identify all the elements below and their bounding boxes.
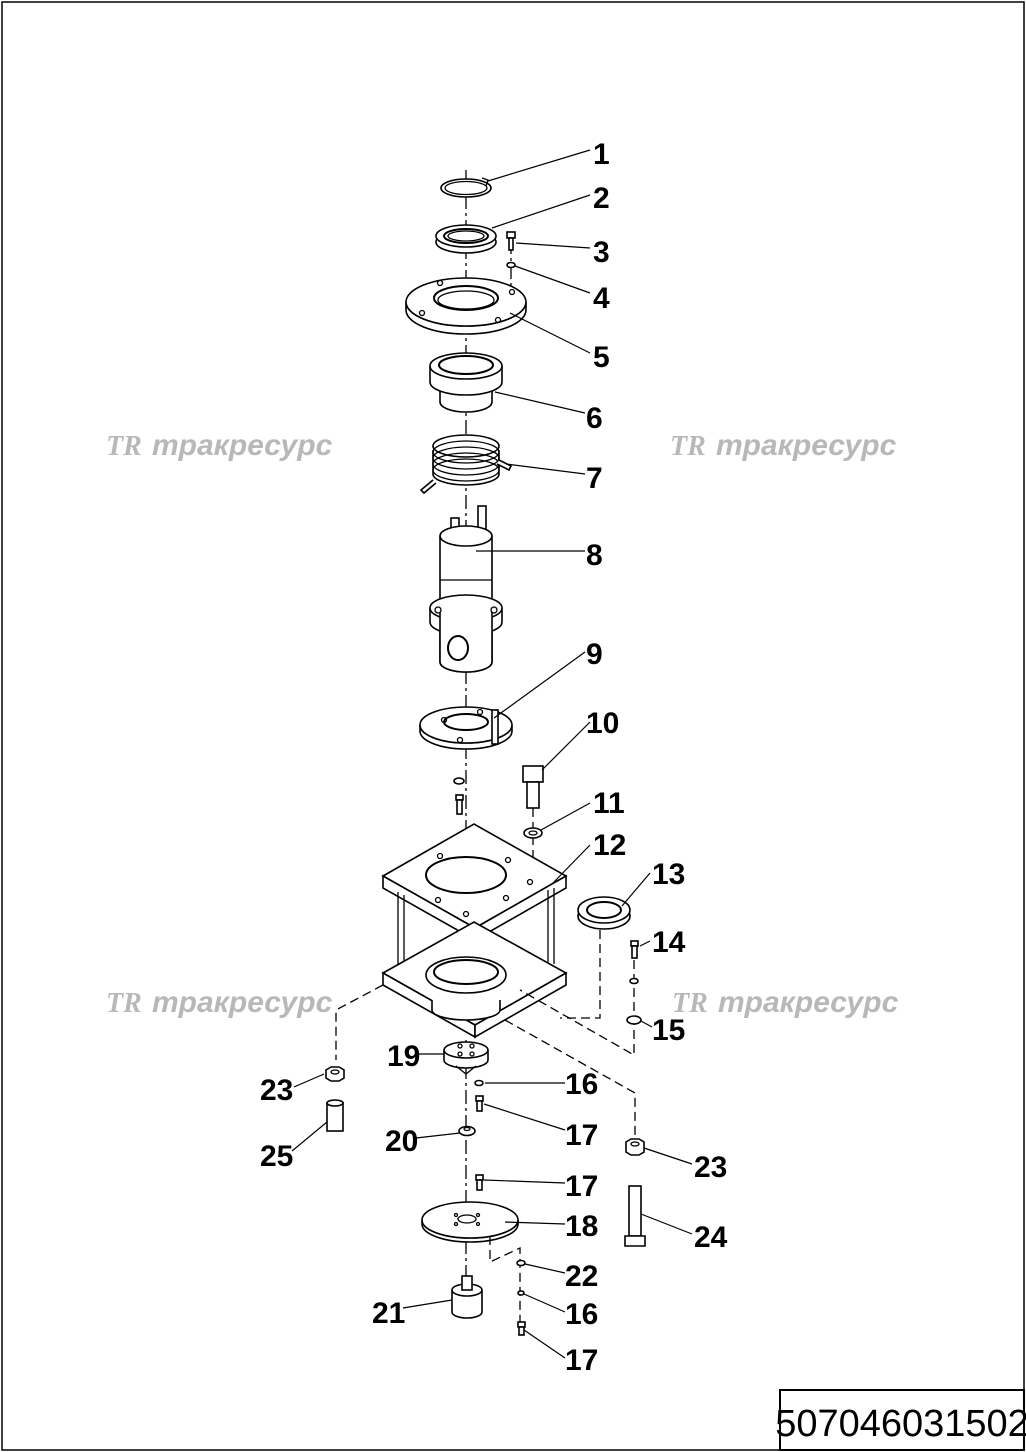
watermark-bottom-left: TR тракресурс xyxy=(106,986,333,1019)
callout-17: 17 xyxy=(565,1119,598,1152)
callout-9: 9 xyxy=(586,638,603,671)
part-14-screw xyxy=(629,940,639,985)
callout-8: 8 xyxy=(586,539,603,572)
callout-18: 18 xyxy=(565,1210,598,1243)
part-15-washer xyxy=(626,1015,642,1025)
part-17-screw-upper xyxy=(475,1095,484,1112)
part-7-spring xyxy=(419,434,513,495)
part-5-flange xyxy=(405,277,527,335)
callout-13: 13 xyxy=(652,858,685,891)
callout-1: 1 xyxy=(593,138,610,171)
callout-22: 22 xyxy=(565,1260,598,1293)
watermark-text: тракресурс xyxy=(152,986,333,1019)
part-17-screw-middle xyxy=(475,1174,484,1191)
watermark-logo: TR xyxy=(106,988,142,1019)
part-17-screw-lower xyxy=(517,1321,526,1336)
part-10-bolt xyxy=(522,765,544,809)
part-9-plate xyxy=(419,706,513,750)
part-3-screw xyxy=(506,231,516,251)
part-13-oil-seal xyxy=(577,896,631,930)
part-18-plate xyxy=(421,1201,519,1243)
callout-5: 5 xyxy=(593,341,610,374)
part-22-washer xyxy=(516,1259,526,1267)
callout-20: 20 xyxy=(385,1125,418,1158)
callout-19: 19 xyxy=(387,1040,420,1073)
part-19-hub xyxy=(443,1041,489,1075)
watermark-logo: TR xyxy=(670,431,706,462)
callout-21: 21 xyxy=(372,1297,405,1330)
callout-25: 25 xyxy=(260,1140,293,1173)
document-code: 507046031502 xyxy=(775,1403,1026,1445)
watermark-text: тракресурс xyxy=(716,429,897,462)
part-9-fasteners xyxy=(453,777,465,815)
callout-3: 3 xyxy=(593,236,610,269)
callout-12: 12 xyxy=(593,829,626,862)
seal-13-line xyxy=(560,930,601,1019)
callout-7: 7 xyxy=(586,462,603,495)
leader-lines xyxy=(291,149,693,1359)
watermark-text: тракресурс xyxy=(718,986,899,1019)
housing-right-mount-line xyxy=(504,1019,636,1138)
watermark-text: тракресурс xyxy=(152,429,333,462)
callout-23: 23 xyxy=(260,1074,293,1107)
callout-17: 17 xyxy=(565,1170,598,1203)
part-6-bushing xyxy=(429,352,503,413)
part-16-washer-upper xyxy=(474,1079,484,1087)
part-2-bearing xyxy=(435,224,497,254)
part-16-washer-lower xyxy=(517,1290,525,1296)
watermark-logo: TR xyxy=(672,988,708,1019)
housing-left-mount-line xyxy=(335,984,384,1060)
part-25-stud xyxy=(326,1099,344,1132)
callout-labels: 1 2 3 4 5 6 7 8 9 10 11 12 13 14 15 16 1… xyxy=(260,138,728,1377)
watermark-logo: TR xyxy=(106,431,142,462)
document-code-box: 507046031502 xyxy=(775,1389,1026,1451)
callout-4: 4 xyxy=(593,282,610,315)
callout-2: 2 xyxy=(593,182,610,215)
callout-15: 15 xyxy=(652,1014,685,1047)
watermark-top-right: TR тракресурс xyxy=(670,429,897,462)
part-1-circlip xyxy=(440,177,492,198)
part-4-washer xyxy=(506,261,516,269)
part-8-shaft xyxy=(429,505,503,673)
part-14-line xyxy=(519,960,635,1057)
plate-18-line xyxy=(489,1236,521,1330)
part-20-washer xyxy=(458,1125,476,1137)
part-12-housing xyxy=(381,823,568,1039)
callout-23: 23 xyxy=(694,1151,727,1184)
callout-11: 11 xyxy=(593,787,625,820)
callout-16: 16 xyxy=(565,1068,598,1101)
part-23-nut-right xyxy=(625,1138,645,1156)
callout-24: 24 xyxy=(694,1221,728,1254)
callout-14: 14 xyxy=(652,926,686,959)
part-11-washer xyxy=(523,827,543,839)
callout-16: 16 xyxy=(565,1298,598,1331)
callout-10: 10 xyxy=(586,707,619,740)
callout-17: 17 xyxy=(565,1344,598,1377)
watermark-top-left: TR тракресурс xyxy=(106,429,333,462)
part-21-sleeve xyxy=(451,1275,483,1319)
watermark-bottom-right: TR тракресурс xyxy=(672,986,899,1019)
part-23-nut-left xyxy=(325,1066,345,1082)
callout-6: 6 xyxy=(586,402,603,435)
part-24-bolt xyxy=(624,1185,646,1247)
